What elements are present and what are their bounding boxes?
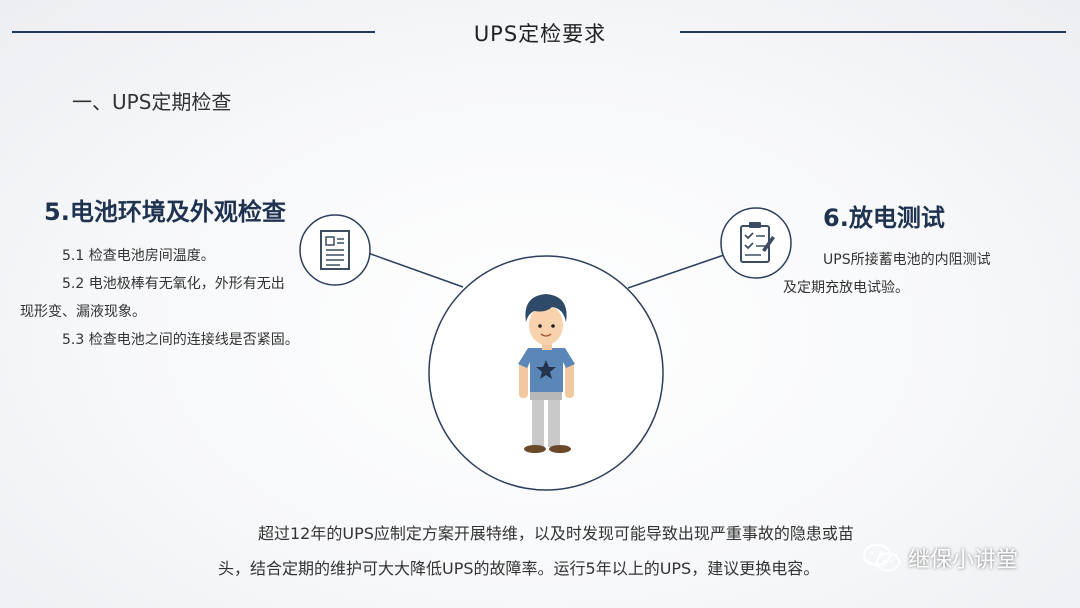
title-rule-left [12,31,375,33]
document-icon [299,214,371,286]
right-text-line-2: 及定期充放电试验。 [783,280,909,296]
person-illustration [518,294,575,453]
left-item-2-line-2: 现形变、漏液现象。 [20,304,146,320]
wechat-icon [863,544,900,572]
left-item-1: 5.1 检查电池房间温度。 [62,248,215,264]
right-text-line-1: UPS所接蓄电池的内阻测试 [823,252,991,268]
connector-left [367,252,464,288]
right-heading: 6.放电测试 [823,204,945,232]
title-rule-right [680,31,1066,33]
left-item-3: 5.3 检查电池之间的连接线是否紧固。 [62,332,299,348]
watermark-text: 继保小讲堂 [908,548,1019,573]
summary-line-2: 头，结合定期的维护可大大降低UPS的故障率。运行5年以上的UPS，建议更换电容。 [218,559,820,578]
connector-right [627,254,725,289]
checklist-icon [720,207,792,279]
watermark: 继保小讲堂 [862,542,1018,574]
left-item-2-line-1: 5.2 电池极棒有无氧化，外形有无出 [62,276,285,292]
left-heading: 5.电池环境及外观检查 [44,198,286,226]
summary-line-1: 超过12年的UPS应制定方案开展特维，以及时发现可能导致出现严重事故的隐患或苗 [258,524,854,543]
section-title: 一、UPS定期检查 [72,90,232,114]
page-title: UPS定检要求 [473,22,607,46]
